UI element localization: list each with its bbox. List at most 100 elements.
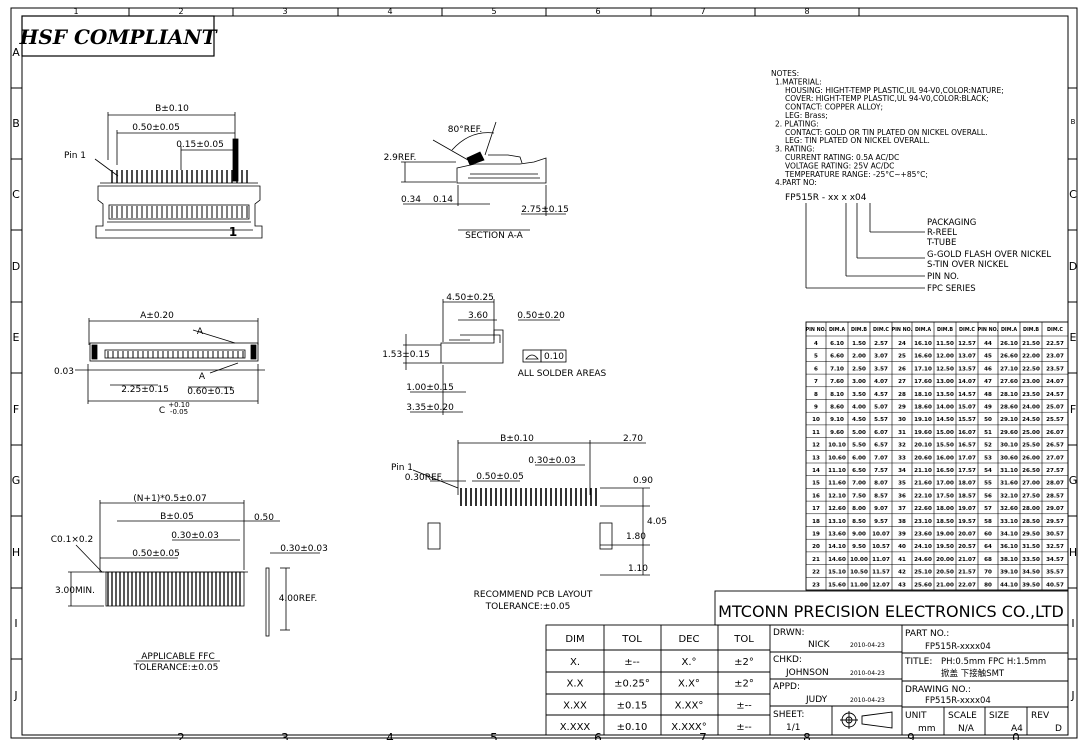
dim-table-cell: 16.50 — [936, 468, 954, 474]
dim-table-cell: 15.57 — [958, 417, 976, 423]
dim-table-cell: 27.10 — [1000, 366, 1018, 372]
dim-table-cell: 22.00 — [1022, 354, 1040, 360]
dim-table-header: DIM.C — [959, 327, 975, 333]
tol-header: TOL — [733, 634, 754, 645]
dim-table-cell: 3.07 — [874, 354, 888, 360]
row-label: C — [12, 188, 20, 201]
chkd-name: JOHNSON — [785, 668, 829, 678]
hsf-badge: HSF COMPLIANT — [18, 15, 219, 57]
legend-item: R-REEL — [927, 228, 957, 238]
note-line: LEG: Brass; — [785, 111, 828, 120]
dim-table-cell: 15.00 — [936, 430, 954, 436]
dim-table-cell: 68 — [984, 557, 992, 563]
top-view — [94, 112, 263, 239]
bottom-col-label: 3 — [281, 731, 289, 740]
ffc-dim-030b: 0.30±0.03 — [280, 544, 328, 554]
dim-table-cell: 50 — [984, 417, 992, 423]
dim-table-cell: 8.10 — [830, 392, 844, 398]
dim-table-cell: 27.60 — [1000, 379, 1018, 385]
dim-table-cell: 19.60 — [914, 430, 932, 436]
dim-060-label: 0.60±0.15 — [187, 387, 235, 397]
pcb-dim-b: B±0.10 — [500, 434, 534, 444]
top-view-pins — [111, 170, 248, 183]
ffc-tolerance: TOLERANCE:±0.05 — [133, 663, 219, 673]
dim-table-cell: 37 — [898, 506, 906, 512]
dim-table-cell: 22.07 — [958, 582, 976, 588]
side-view — [403, 299, 567, 415]
dim-table-cell: 20.00 — [936, 557, 954, 563]
dim-table-cell: 41 — [898, 557, 906, 563]
dim-table-cell: 18 — [812, 519, 820, 525]
dim-153-label: 1.53±0.15 — [382, 350, 430, 360]
dim-table-cell: 24.10 — [914, 544, 932, 550]
flatness-value: 0.10 — [544, 352, 564, 362]
ffc-conductor-stripes — [107, 572, 241, 606]
tolerance-cell: X.XXX° — [671, 722, 707, 733]
dim-table-cell: 6.07 — [874, 430, 888, 436]
row-label: I — [14, 617, 17, 630]
part-no-value: FP515R-xxxx04 — [925, 642, 991, 652]
dim-table-cell: 3.00 — [852, 379, 866, 385]
dim-table-cell: 31.50 — [1022, 544, 1040, 550]
note-line: NOTES: — [771, 69, 799, 78]
dim-table-cell: 7.07 — [874, 455, 888, 461]
dim-table-cell: 32.57 — [1046, 544, 1064, 550]
dim-table-cell: 45 — [984, 354, 992, 360]
dim-table-cell: 19.07 — [958, 506, 976, 512]
dim-table-cell: 5.00 — [852, 430, 866, 436]
dim-c-label: C — [159, 406, 165, 416]
dim-table-cell: 51 — [984, 430, 992, 436]
dim-table-cell: 26.00 — [1022, 455, 1040, 461]
tolerance-cell: ±2° — [734, 657, 754, 668]
tolerance-cell: ±2° — [734, 679, 754, 690]
ffc-dim-n: (N+1)*0.5±0.07 — [133, 494, 206, 504]
rev-value: D — [1055, 724, 1062, 734]
dim-table-cell: 40.57 — [1046, 582, 1064, 588]
dim-table-cell: 14.00 — [936, 405, 954, 411]
dim-table-cell: 11.57 — [872, 570, 890, 576]
dim-table-cell: 22.10 — [914, 493, 932, 499]
tolerance-cell: X.X — [567, 679, 584, 690]
drwn-date: 2010-04-23 — [850, 642, 885, 649]
chkd-date: 2010-04-23 — [850, 670, 885, 677]
dim-table-cell: 28.50 — [1022, 519, 1040, 525]
dim-table-cell: 3.57 — [874, 366, 888, 372]
bottom-col-label: 0 — [1012, 731, 1020, 740]
dim-table-cell: 42 — [898, 570, 906, 576]
dim-335-label: 3.35±0.20 — [406, 403, 454, 413]
dim-table-cell: 30.57 — [1046, 532, 1064, 538]
dim-table-cell: 33.50 — [1022, 557, 1040, 563]
note-line: 3. RATING: — [775, 145, 815, 154]
dim-table-cell: 44 — [984, 341, 992, 347]
note-line: VOLTAGE RATING: 25V AC/DC — [785, 161, 894, 170]
row-label: D — [1069, 260, 1077, 273]
legend-item: T-TUBE — [926, 238, 956, 248]
dim-table-cell: 5.57 — [874, 417, 888, 423]
dim-table-cell: 20.10 — [914, 443, 932, 449]
dim-table-cell: 49 — [984, 405, 992, 411]
dim-table-cell: 29.07 — [1046, 506, 1064, 512]
dim-table-cell: 2.50 — [852, 366, 866, 372]
dim-table-cell: 12.50 — [936, 366, 954, 372]
dim-table-cell: 16.10 — [914, 341, 932, 347]
ffc-dim-030a: 0.30±0.03 — [171, 531, 219, 541]
legend-item: PACKAGING — [927, 218, 976, 228]
dim-table-cell: 4 — [814, 341, 818, 347]
note-line: 2. PLATING: — [775, 119, 819, 128]
dim-table-cell: 16.60 — [914, 354, 932, 360]
dim-table-cell: 18.60 — [914, 405, 932, 411]
dim-table-cell: 17.57 — [958, 468, 976, 474]
dim-table-cell: 25.10 — [914, 570, 932, 576]
tolerance-cell: ±-- — [736, 700, 752, 711]
dim-table-cell: 6.57 — [874, 443, 888, 449]
dim-table-cell: 29.57 — [1046, 519, 1064, 525]
dim-table-cell: 21.00 — [936, 582, 954, 588]
dim-table-header: DIM.A — [915, 327, 931, 333]
dim-table-cell: 9.57 — [874, 519, 888, 525]
dim-table-cell: 39.10 — [1000, 570, 1018, 576]
dim-table-cell: 25.07 — [1046, 405, 1064, 411]
front-view — [75, 318, 265, 404]
dim-table-cell: 11.60 — [828, 481, 846, 487]
col-label: 5 — [491, 7, 496, 16]
dim-table-cell: 8.57 — [874, 493, 888, 499]
